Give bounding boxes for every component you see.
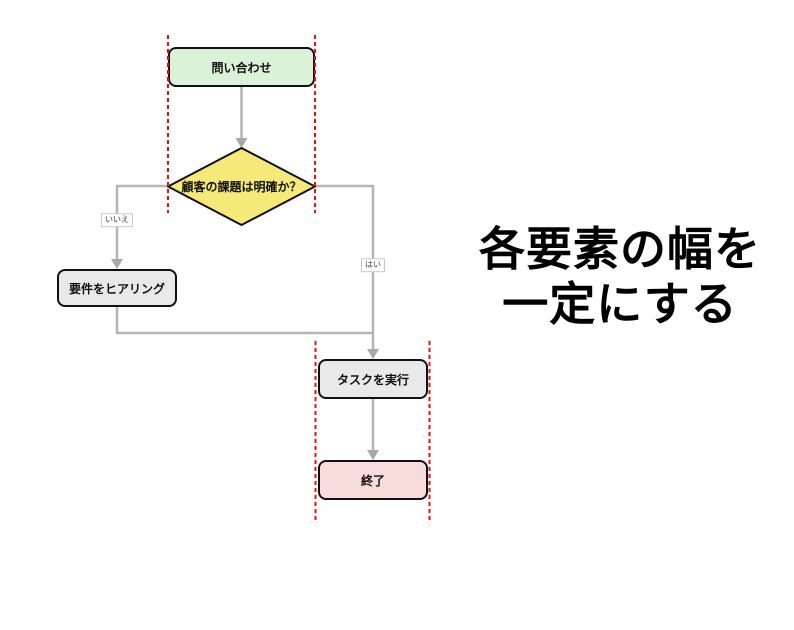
node-end: 終了 [318,460,428,500]
node-hearing-label: 要件をヒアリング [68,281,165,296]
annotation-line-1: 各要素の幅を [479,222,761,276]
node-hearing: 要件をヒアリング [57,269,177,307]
node-task-label: タスクを実行 [336,372,409,387]
node-inquiry: 問い合わせ [168,47,315,87]
node-decision-label: 顧客の課題は明確か？ [181,180,302,194]
arrowhead-into-hearing [111,259,123,269]
annotation-text: 各要素の幅を 一定にする [445,222,794,332]
node-task: タスクを実行 [318,359,428,399]
arrowhead-into-task [367,349,379,359]
annotation-line-2: 一定にする [502,277,738,332]
arrowhead-into-end [367,450,379,460]
arrowhead-into-decision [235,138,248,148]
edge-hearing-merge [115,307,373,335]
edge-label-no: いいえ [101,213,133,227]
edge-label-yes: はい [361,258,385,272]
node-inquiry-label: 問い合わせ [211,60,272,75]
node-end-label: 終了 [360,473,385,488]
